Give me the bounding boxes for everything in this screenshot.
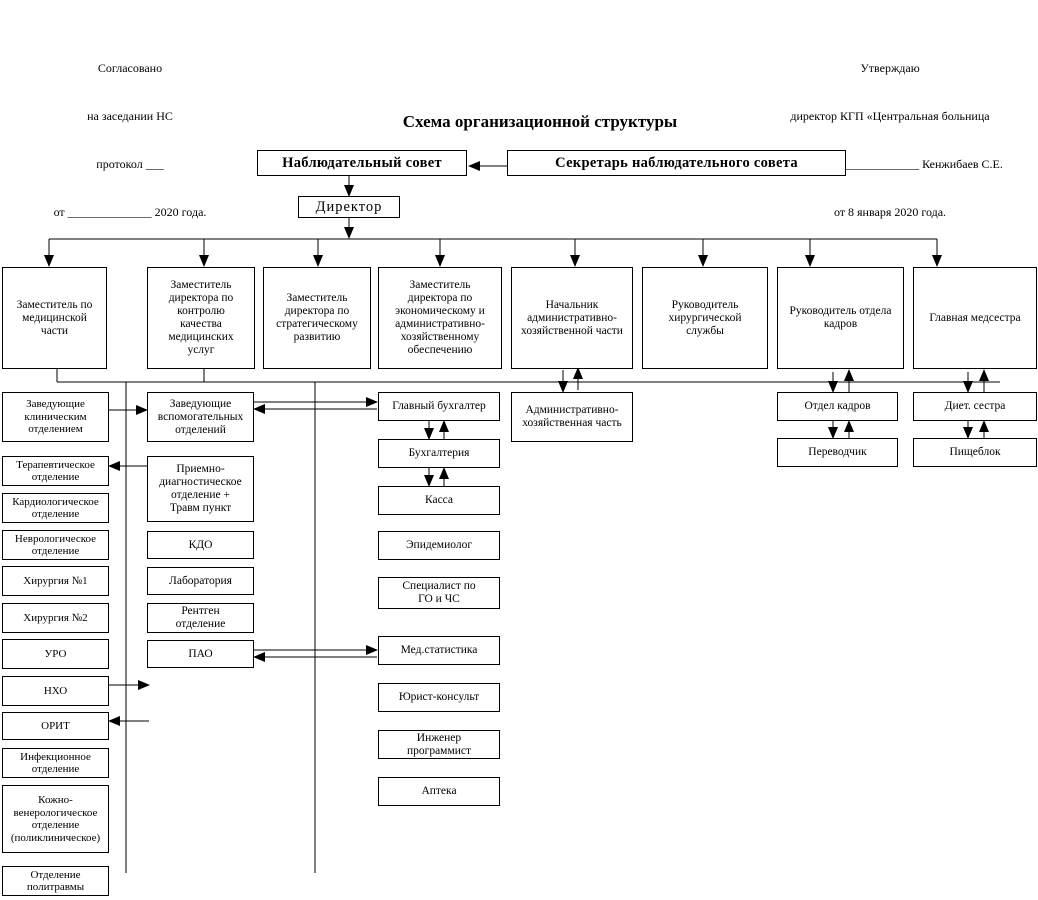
epidemiologist-box: Эпидемиолог: [378, 531, 500, 560]
hr-dept-box: Отдел кадров: [777, 392, 898, 421]
diet-nurse-box: Диет. сестра: [913, 392, 1037, 421]
translator-box: Переводчик: [777, 438, 898, 467]
nho-box: НХО: [2, 676, 109, 706]
head-hr-box: Руководитель отдела кадров: [777, 267, 904, 369]
confirmation-line-1: Утверждаю: [860, 61, 920, 75]
uro-box: УРО: [2, 639, 109, 669]
admission-dept-box: Приемно- диагностическое отделение + Тра…: [147, 456, 254, 522]
page-title: Схема организационной структуры: [402, 112, 678, 131]
approval-line-1: Согласовано: [97, 61, 163, 75]
programmer-box: Инженер программист: [378, 730, 500, 759]
chief-accountant-box: Главный бухгалтер: [378, 392, 500, 421]
therapy-dept-box: Терапевтическое отделение: [2, 456, 109, 486]
pao-box: ПАО: [147, 640, 254, 668]
confirmation-line-2: директор КГП «Центральная больница: [790, 109, 990, 123]
head-nurse-box: Главная медсестра: [913, 267, 1037, 369]
approval-block: Согласовано на заседании НС протокол ___…: [30, 28, 230, 236]
supervisory-board-box: Наблюдательный совет: [257, 150, 467, 176]
clinical-heads-box: Заведующие клиническим отделением: [2, 392, 109, 442]
head-surgery-box: Руководитель хирургической службы: [642, 267, 768, 369]
cardiology-dept-box: Кардиологическое отделение: [2, 493, 109, 523]
surgery-2-box: Хирургия №2: [2, 603, 109, 633]
neurology-dept-box: Неврологическое отделение: [2, 530, 109, 560]
pharmacy-box: Аптека: [378, 777, 500, 806]
approval-line-2: на заседании НС: [87, 109, 173, 123]
med-statistics-box: Мед.статистика: [378, 636, 500, 665]
xray-dept-box: Рентген отделение: [147, 603, 254, 633]
dermatology-dept-box: Кожно- венерологическое отделение (полик…: [2, 785, 109, 853]
approval-line-3: протокол ___: [96, 157, 164, 171]
approval-line-4: от ______________ 2020 года.: [53, 205, 207, 219]
infectious-dept-box: Инфекционное отделение: [2, 748, 109, 778]
aux-heads-box: Заведующие вспомогательных отделений: [147, 392, 254, 442]
cashier-box: Касса: [378, 486, 500, 515]
admin-part-box: Административно- хозяйственная часть: [511, 392, 633, 442]
deputy-quality-box: Заместитель директора по контролю качест…: [147, 267, 255, 369]
surgery-1-box: Хирургия №1: [2, 566, 109, 596]
legal-consultant-box: Юрист-консульт: [378, 683, 500, 712]
deputy-medical-box: Заместитель по медицинской части: [2, 267, 107, 369]
laboratory-box: Лаборатория: [147, 567, 254, 595]
deputy-economy-box: Заместитель директора по экономическому …: [378, 267, 502, 369]
board-secretary-box: Секретарь наблюдательного совета: [507, 150, 846, 176]
confirmation-line-4: от 8 января 2020 года.: [833, 205, 947, 219]
head-admin-box: Начальник административно- хозяйственной…: [511, 267, 633, 369]
director-box: Директор: [298, 196, 400, 218]
deputy-strategy-box: Заместитель директора по стратегическому…: [263, 267, 371, 369]
catering-box: Пищеблок: [913, 438, 1037, 467]
polytrauma-dept-box: Отделение политравмы: [2, 866, 109, 896]
orit-box: ОРИТ: [2, 712, 109, 740]
civil-defense-box: Специалист по ГО и ЧС: [378, 577, 500, 609]
accounting-box: Бухгалтерия: [378, 439, 500, 468]
kdo-box: КДО: [147, 531, 254, 559]
